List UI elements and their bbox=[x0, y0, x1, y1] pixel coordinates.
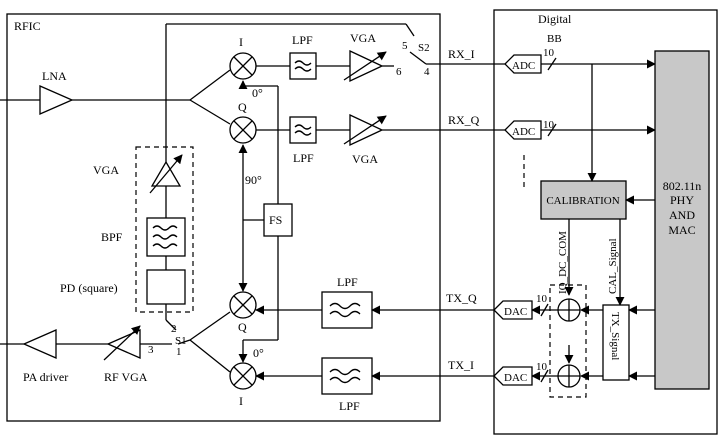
dac-i-bus-slash bbox=[540, 369, 549, 383]
rx-i-signal-label: RX_I bbox=[448, 47, 475, 61]
feedback-vga-arrow bbox=[149, 154, 183, 194]
bb-label: BB bbox=[547, 33, 562, 45]
tx-signal-block bbox=[602, 304, 630, 381]
s2-in-line bbox=[405, 23, 415, 37]
tx-i-lpf-label: LPF bbox=[339, 399, 360, 413]
dac-q-label: DAC bbox=[504, 306, 527, 318]
s1-blade bbox=[165, 319, 177, 331]
feedback-vga-label: VGA bbox=[93, 163, 119, 177]
phy-mac-line-4: MAC bbox=[668, 223, 695, 237]
adc-i-label: ADC bbox=[512, 60, 535, 72]
phase-90-label: 90° bbox=[245, 173, 262, 187]
s1-pin-3: 3 bbox=[148, 344, 154, 356]
tx-i-mixer-label: I bbox=[239, 394, 243, 408]
rx-q-lpf-label: LPF bbox=[293, 151, 314, 165]
tx-i-combine bbox=[189, 339, 231, 373]
dac-i-label: DAC bbox=[504, 372, 527, 384]
adc-q-bits: 10 bbox=[543, 119, 555, 131]
s2-blade bbox=[409, 51, 427, 65]
rfic-label: RFIC bbox=[14, 19, 41, 33]
adc-i-bits: 10 bbox=[543, 47, 555, 59]
split-to-i bbox=[189, 69, 231, 101]
rx-i-mixer-label: I bbox=[239, 35, 243, 49]
feedback-dashed-group bbox=[135, 146, 194, 313]
digital-box bbox=[493, 9, 718, 435]
feedback-pd-label: PD (square) bbox=[60, 281, 118, 295]
fs-block bbox=[263, 203, 293, 237]
adc-q-bus-slash bbox=[547, 123, 557, 137]
adder-dashed-group bbox=[549, 284, 587, 398]
tx-q-lpf-box bbox=[321, 291, 373, 329]
phy-mac-line-1: 802.11n bbox=[663, 179, 702, 193]
rf-vga bbox=[106, 329, 141, 359]
rx-q-mixer bbox=[229, 116, 257, 144]
tx-q-mixer bbox=[229, 291, 257, 319]
tx-i-signal-label: TX_I bbox=[448, 358, 474, 372]
s1-label: S1 bbox=[175, 335, 187, 347]
tx-q-combine bbox=[189, 311, 231, 341]
rx-q-lpf bbox=[289, 116, 317, 144]
adc-i-bus-slash bbox=[547, 57, 557, 71]
rfic-box bbox=[6, 13, 441, 422]
dac-q-bits: 10 bbox=[536, 293, 548, 305]
iq-dc-com-label: IQ_DC_COM bbox=[557, 231, 569, 294]
rx-i-mixer bbox=[229, 52, 257, 80]
feedback-pd bbox=[146, 269, 186, 305]
adder-q bbox=[557, 298, 581, 322]
phy-mac-line-2: PHY bbox=[670, 193, 694, 207]
rx-i-vga-arrow bbox=[343, 51, 387, 81]
rx-q-vga-arrow bbox=[343, 115, 387, 145]
rx-i-phase-label: 0° bbox=[252, 86, 263, 100]
dac-i-bits: 10 bbox=[536, 361, 548, 373]
tx-q-signal-label: TX_Q bbox=[446, 291, 477, 305]
s1-pin-2: 2 bbox=[171, 323, 177, 335]
rx-i-lpf bbox=[289, 52, 317, 80]
rf-vga-arrow bbox=[103, 325, 141, 361]
rf-vga-label: RF VGA bbox=[104, 370, 148, 384]
feedback-bpf bbox=[146, 217, 186, 257]
cal-signal-label: CAL_Signal bbox=[607, 238, 619, 294]
rx-i-lpf-label: LPF bbox=[292, 33, 313, 47]
s2-pin-6: 6 bbox=[396, 66, 402, 78]
dac-q-bus-slash bbox=[540, 303, 549, 317]
phy-mac-line-3: AND bbox=[669, 208, 695, 222]
adc-q-label: ADC bbox=[512, 126, 535, 138]
tx-q-lpf-label: LPF bbox=[337, 275, 358, 289]
dac-i bbox=[493, 366, 533, 386]
s2-label: S2 bbox=[418, 42, 430, 54]
calibration-label: CALIBRATION bbox=[546, 195, 619, 207]
rx-q-mixer-label: Q bbox=[238, 100, 247, 114]
rx-q-vga-label: VGA bbox=[352, 152, 378, 166]
lna-amplifier bbox=[39, 85, 74, 115]
adder-i bbox=[557, 364, 581, 388]
rx-i-vga-label: VGA bbox=[350, 31, 376, 45]
tx-q-mixer-label: Q bbox=[238, 320, 247, 334]
digital-label: Digital bbox=[538, 12, 572, 26]
tx-i-lpf bbox=[321, 357, 373, 395]
tx-i-mixer bbox=[229, 362, 257, 390]
s2-pin-4: 4 bbox=[424, 66, 430, 78]
fs-label: FS bbox=[269, 213, 282, 227]
rx-q-signal-label: RX_Q bbox=[448, 113, 480, 127]
split-to-q bbox=[189, 99, 231, 125]
feedback-bpf-label: BPF bbox=[101, 230, 123, 244]
s2-pin-5: 5 bbox=[402, 40, 408, 52]
lna-label: LNA bbox=[42, 69, 67, 83]
tx-signal-label: TX_Signal bbox=[609, 312, 621, 360]
pa-driver-label: PA driver bbox=[23, 370, 68, 384]
pa-driver bbox=[22, 329, 57, 359]
s1-pin-1: 1 bbox=[176, 346, 182, 358]
dac-q bbox=[493, 300, 533, 320]
s1-in-line bbox=[177, 339, 191, 345]
phy-mac-block bbox=[654, 50, 710, 390]
tx-i-phase-label: 0° bbox=[253, 346, 264, 360]
